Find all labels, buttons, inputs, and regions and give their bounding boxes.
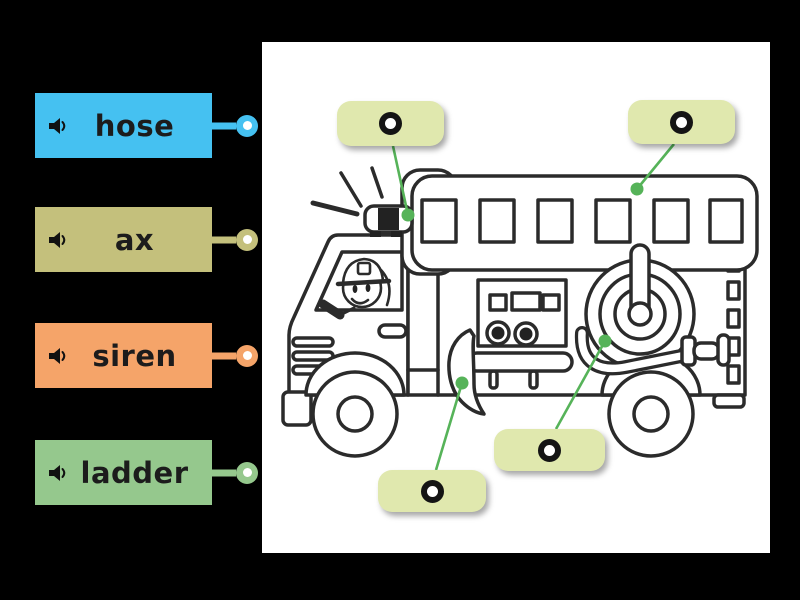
speaker-icon[interactable] <box>48 230 68 250</box>
connector-node-dot <box>242 235 252 244</box>
connector-node[interactable] <box>236 228 258 251</box>
door-handle <box>377 323 408 339</box>
connector-dot-ax <box>455 376 469 390</box>
word-label: ladder <box>80 455 189 490</box>
connector-line-hose <box>554 340 607 430</box>
connector-stub <box>212 236 236 243</box>
connector-stub <box>212 469 236 476</box>
target-ring <box>379 112 402 135</box>
word-card-ladder[interactable]: ladder <box>35 440 258 505</box>
siren-light-bar <box>310 166 414 237</box>
connector-stub <box>212 352 236 359</box>
speaker-icon <box>49 117 66 134</box>
word-card-ax[interactable]: ax <box>35 207 258 272</box>
connector-stub <box>212 122 236 129</box>
connector-lines <box>391 143 676 471</box>
connector-line-ax <box>434 382 464 471</box>
word-label: siren <box>92 338 177 373</box>
diagram-board <box>262 42 770 553</box>
steering-wheel <box>318 299 356 320</box>
connector-node[interactable] <box>236 461 258 484</box>
connector-line-ladder <box>635 143 676 190</box>
drop-zone-siren-light[interactable] <box>337 101 444 146</box>
drop-zone-hose-reel[interactable] <box>494 429 605 471</box>
roof-ladder <box>400 168 759 276</box>
speaker-icon <box>49 231 66 248</box>
word-label: hose <box>94 108 175 143</box>
word-card-hose[interactable]: hose <box>35 93 258 158</box>
connector-node-dot <box>242 351 252 360</box>
word-label: ax <box>114 222 155 257</box>
connector-node-dot <box>242 468 252 477</box>
firefighter <box>335 257 392 309</box>
speaker-icon <box>49 464 66 481</box>
control-panel <box>476 278 568 348</box>
fire-truck-illustration <box>281 143 759 471</box>
speaker-icon[interactable] <box>48 116 68 136</box>
speaker-icon[interactable] <box>48 346 68 366</box>
hose-reel <box>574 243 731 376</box>
target-ring <box>538 438 561 462</box>
connector-node[interactable] <box>236 114 258 137</box>
connector-dot-siren <box>401 208 415 222</box>
connector-node-dot <box>242 121 252 130</box>
target-ring <box>420 479 444 503</box>
connector-node[interactable] <box>236 344 258 367</box>
target-ring <box>670 110 693 134</box>
drop-zone-ax[interactable] <box>378 470 486 512</box>
connector-line-siren <box>391 145 410 216</box>
drop-zone-roof-ladder[interactable] <box>628 100 735 144</box>
word-card-siren[interactable]: siren <box>35 323 258 388</box>
connector-dot-ladder <box>630 182 644 196</box>
connector-dot-hose <box>598 334 612 348</box>
speaker-icon <box>49 347 66 364</box>
speaker-icon[interactable] <box>48 463 68 483</box>
